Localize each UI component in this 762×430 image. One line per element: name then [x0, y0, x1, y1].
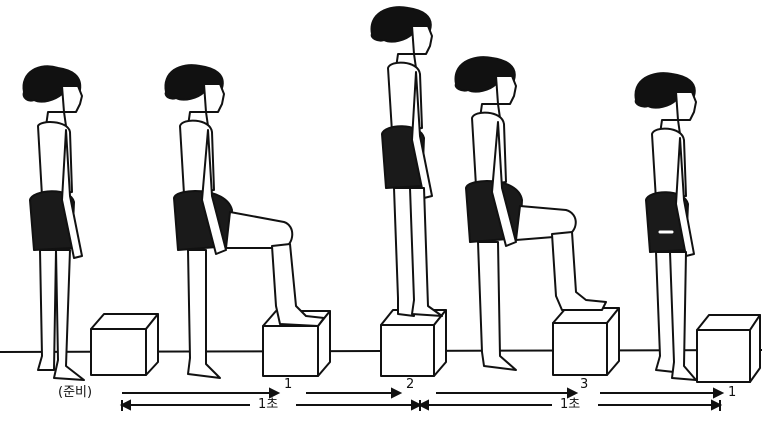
label-step-1: 1: [284, 378, 292, 392]
label-step-3: 3: [580, 378, 588, 392]
figure-standing-down: [635, 73, 696, 380]
label-interval-b: 1초: [560, 398, 580, 412]
step-box-1: [91, 314, 158, 375]
label-step-2: 2: [406, 378, 414, 392]
step-box-5: [697, 315, 760, 382]
label-interval-a: 1초: [258, 398, 278, 412]
figure-ready: [23, 66, 84, 380]
timeline-row-1: [122, 389, 722, 397]
step-box-3: [381, 310, 446, 376]
label-ready: (준비): [58, 386, 92, 400]
label-step-end: 1: [728, 386, 736, 400]
figure-top-of-step: [371, 7, 442, 316]
step-box-4: [553, 308, 619, 375]
timeline-row-2: [122, 400, 720, 411]
